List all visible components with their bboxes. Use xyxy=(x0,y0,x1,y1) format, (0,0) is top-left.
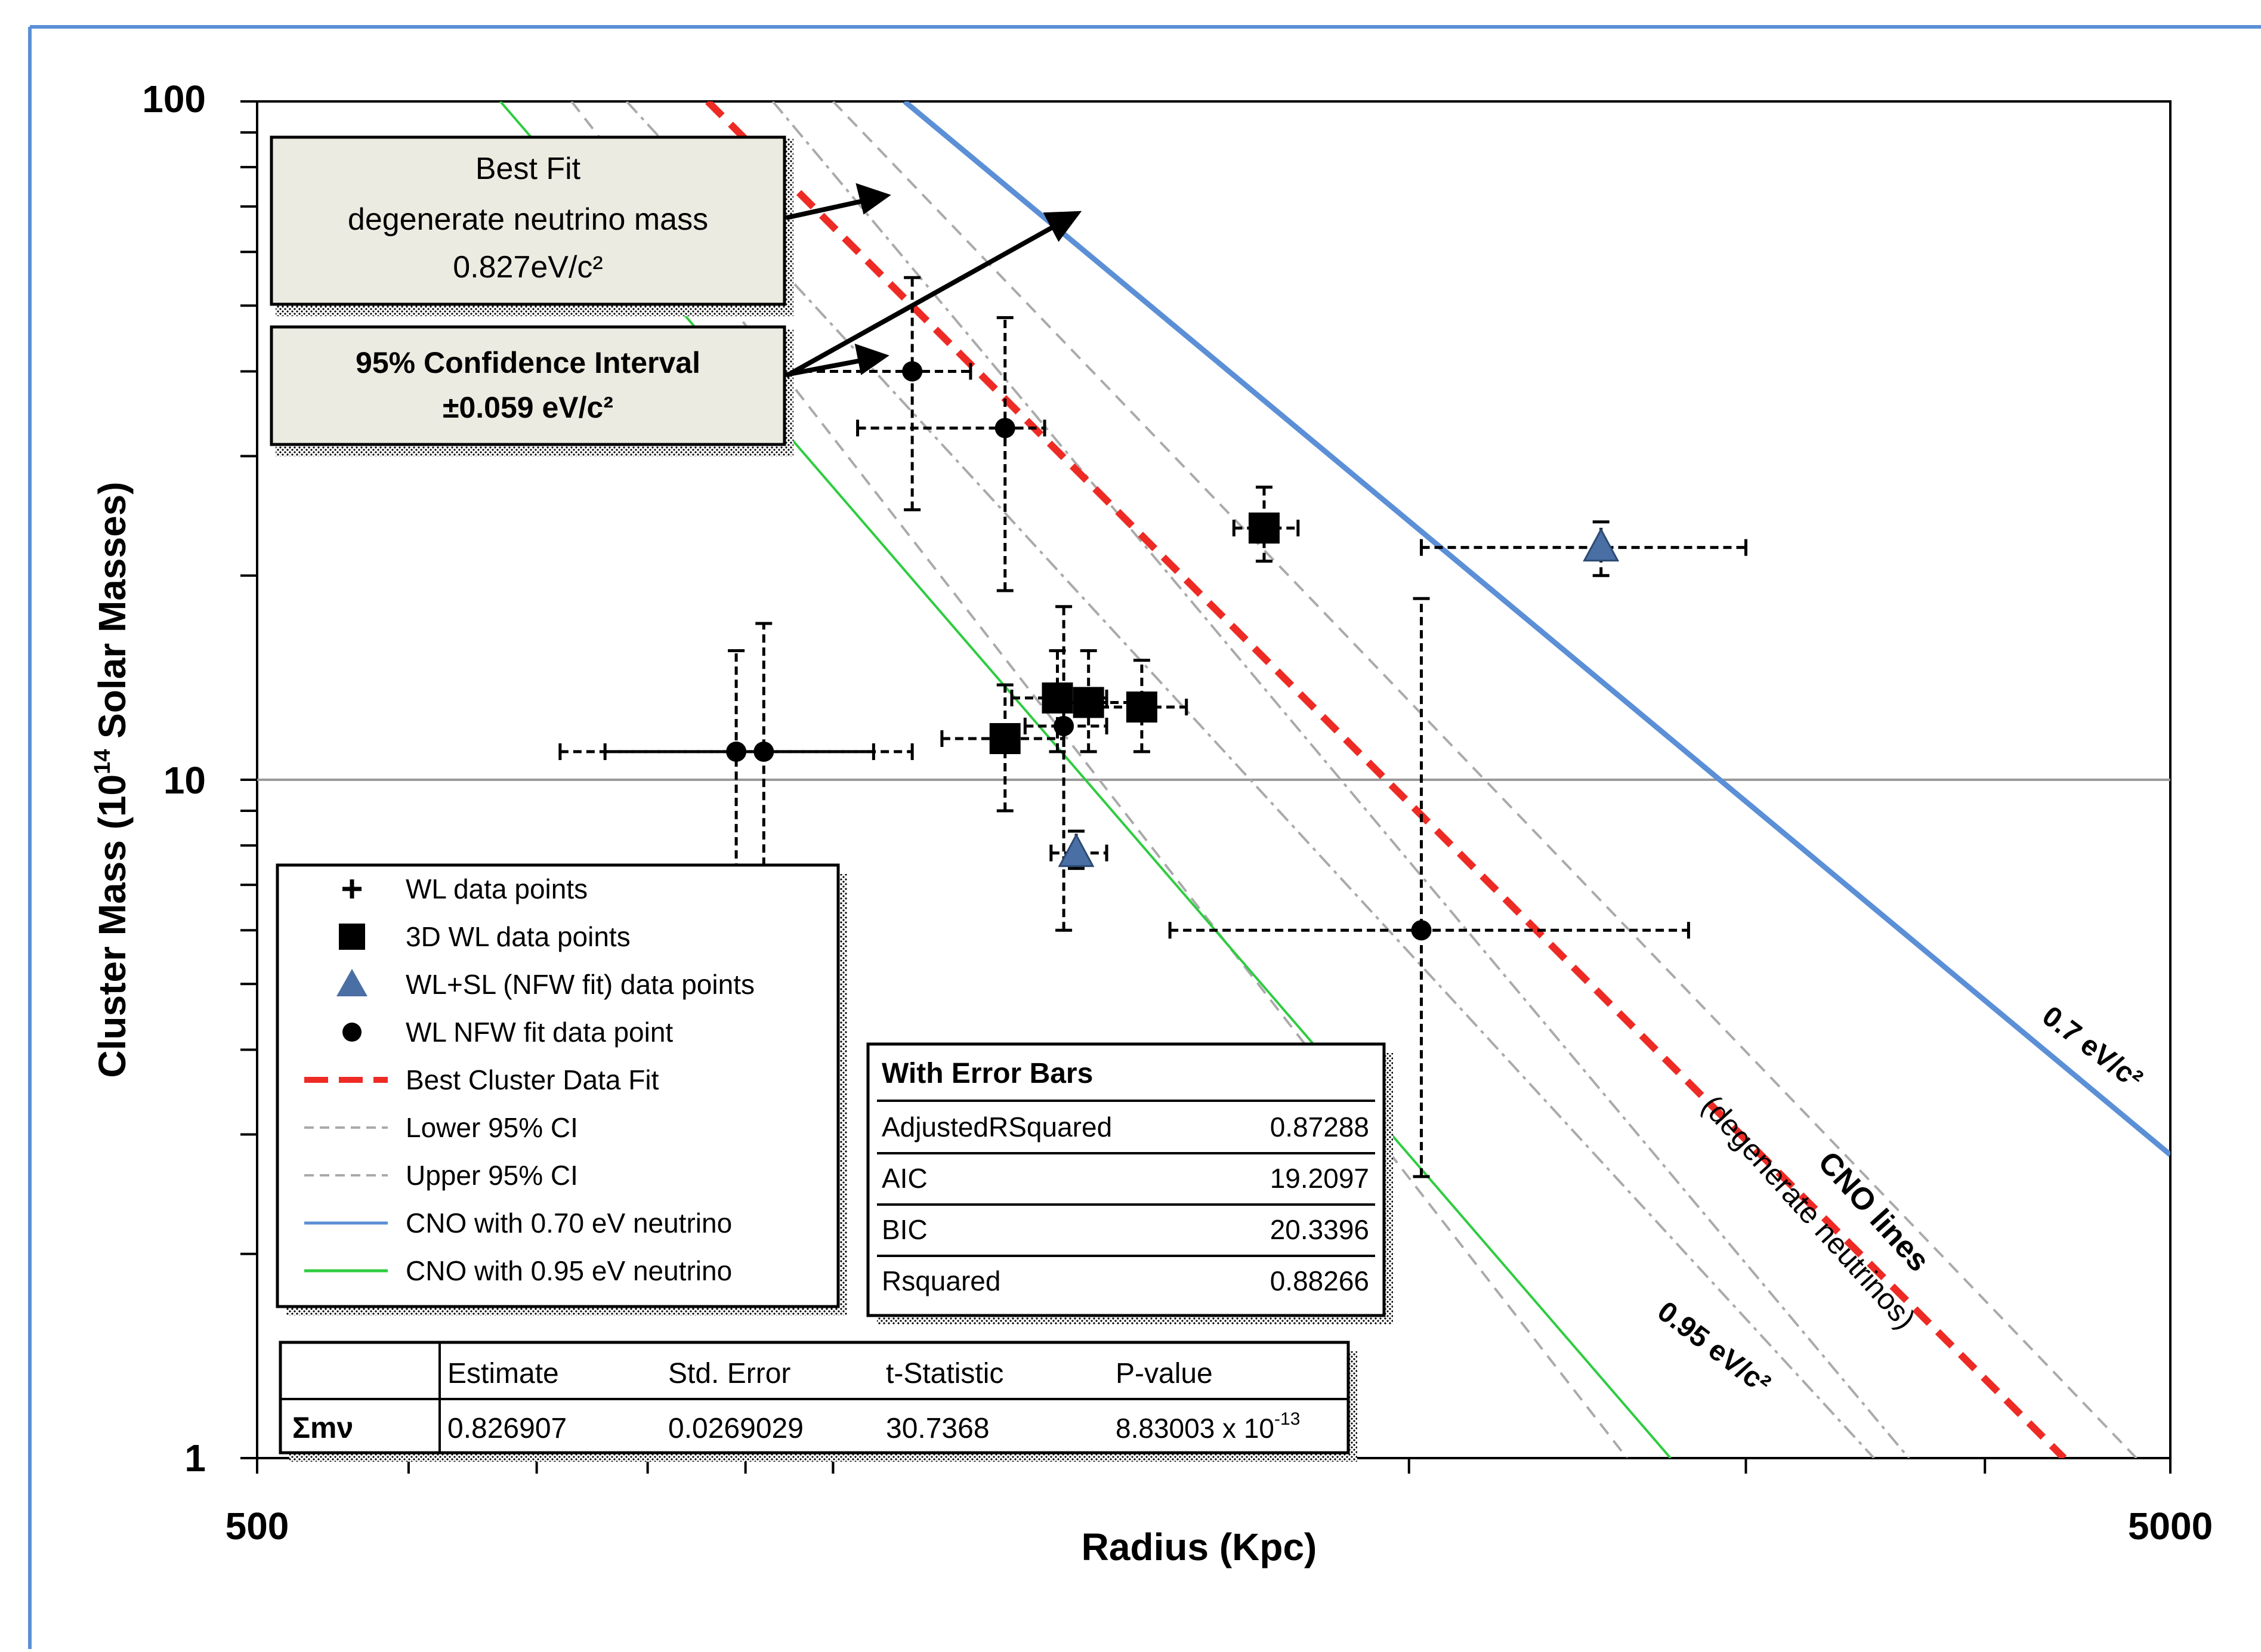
param-estimate: 0.826907 xyxy=(447,1413,567,1444)
legend-label: WL+SL (NFW fit) data points xyxy=(406,969,755,1000)
y-axis-label-tail: Solar Masses) xyxy=(91,481,134,749)
stats-label: AdjustedRSquared xyxy=(882,1111,1112,1142)
data-point-square-2 xyxy=(1073,687,1104,718)
legend-item: WL NFW fit data point xyxy=(342,1017,673,1048)
stats-label: BIC xyxy=(882,1214,928,1245)
data-point-circle-0 xyxy=(726,741,747,762)
legend-item: 3D WL data points xyxy=(339,921,631,952)
stats-table-title: With Error Bars xyxy=(882,1058,1093,1089)
data-point-circle-4 xyxy=(1054,715,1074,736)
param-p-value: 8.83003 x 10-13 xyxy=(1116,1409,1300,1444)
ci-line-1: 95% Confidence Interval xyxy=(356,346,700,379)
data-point-square-1 xyxy=(1042,682,1073,714)
best-fit-line-3: 0.827eV/c² xyxy=(453,250,603,285)
line-upper2 xyxy=(832,101,2138,1458)
legend-label: Upper 95% CI xyxy=(406,1160,578,1191)
legend-item: WL+SL (NFW fit) data points xyxy=(336,969,755,1000)
data-point-circle-5 xyxy=(1411,920,1432,941)
data-point-triangle-0 xyxy=(1058,833,1095,867)
data-point-square-3 xyxy=(1126,691,1157,723)
legend-item: Lower 95% CI xyxy=(304,1112,578,1143)
param-header-estimate: Estimate xyxy=(447,1358,559,1389)
legend-marker-triangle xyxy=(336,969,367,996)
data-point-circle-2 xyxy=(902,361,923,382)
stats-value: 19.2097 xyxy=(1270,1163,1369,1194)
stats-label: AIC xyxy=(882,1163,928,1194)
param-header-p-value: P-value xyxy=(1116,1358,1213,1389)
y-axis-label: Cluster Mass (1014 Solar Masses) xyxy=(90,481,134,1077)
y-tick-label-10: 10 xyxy=(163,759,206,802)
legend-marker-circle xyxy=(342,1023,362,1042)
param-header-t-statistic: t-Statistic xyxy=(886,1358,1003,1389)
legend-item: CNO with 0.70 eV neutrino xyxy=(304,1208,732,1239)
y-tick-label-1: 1 xyxy=(184,1437,206,1480)
x-axis-label: Radius (Kpc) xyxy=(1082,1526,1317,1568)
best-fit-line-1: Best Fit xyxy=(475,152,581,186)
data-point-square-0 xyxy=(989,722,1021,754)
data-markers xyxy=(726,361,1620,941)
legend-item: Upper 95% CI xyxy=(304,1160,578,1191)
line-lower2 xyxy=(625,101,1875,1458)
data-point-circle-1 xyxy=(753,741,774,762)
legend-label: CNO with 0.70 eV neutrino xyxy=(406,1208,732,1239)
param-table: Estimate Std. Error t-Statistic P-value … xyxy=(279,1341,1357,1462)
y-axis-label-sup: 14 xyxy=(90,749,115,774)
legend-label: Lower 95% CI xyxy=(406,1112,578,1143)
legend-marker-square xyxy=(339,924,365,950)
ci-line-2: ±0.059 eV/c² xyxy=(443,391,613,424)
param-header-std-error: Std. Error xyxy=(668,1358,790,1389)
confidence-interval-box: 95% Confidence Interval ±0.059 eV/c² xyxy=(270,325,793,456)
param-std-error: 0.0269029 xyxy=(668,1413,804,1444)
legend-label: WL data points xyxy=(406,873,588,904)
axis-ticks xyxy=(240,100,2172,1474)
stats-label: Rsquared xyxy=(882,1265,1000,1296)
data-point-triangle-1 xyxy=(1583,527,1620,562)
y-tick-label-100: 100 xyxy=(142,78,206,121)
legend-label: Best Cluster Data Fit xyxy=(406,1064,659,1095)
legend-item: Best Cluster Data Fit xyxy=(304,1064,659,1095)
line-blue xyxy=(903,101,2170,1157)
param-p-value-exp: -13 xyxy=(1274,1409,1300,1429)
param-row-label: Σmν xyxy=(292,1411,353,1444)
data-point-square-4 xyxy=(1248,512,1280,544)
legend-item: CNO with 0.95 eV neutrino xyxy=(304,1255,732,1286)
best-fit-line-2: degenerate neutrino mass xyxy=(348,202,708,237)
line-best xyxy=(705,101,2067,1458)
x-tick-label-5000: 5000 xyxy=(2128,1505,2213,1548)
param-t-stat: 30.7368 xyxy=(886,1413,990,1444)
y-axis-label-main: Cluster Mass (10 xyxy=(91,774,134,1078)
legend-item: WL data points xyxy=(342,873,588,904)
x-tick-label-500: 500 xyxy=(226,1505,289,1548)
annotation-arrows xyxy=(785,183,1082,378)
best-fit-box: Best Fit degenerate neutrino mass 0.827e… xyxy=(270,135,793,316)
stats-value: 20.3396 xyxy=(1270,1214,1369,1245)
stats-value: 0.87288 xyxy=(1270,1111,1369,1142)
param-p-value-base: 8.83003 x 10 xyxy=(1116,1413,1274,1444)
stats-table: With Error Bars AdjustedRSquared 0.87288A… xyxy=(866,1042,1393,1324)
data-point-circle-3 xyxy=(994,418,1015,439)
legend-label: 3D WL data points xyxy=(406,921,631,952)
legend-label: CNO with 0.95 eV neutrino xyxy=(406,1255,732,1286)
legend-label: WL NFW fit data point xyxy=(406,1017,673,1048)
stats-value: 0.88266 xyxy=(1270,1265,1369,1296)
